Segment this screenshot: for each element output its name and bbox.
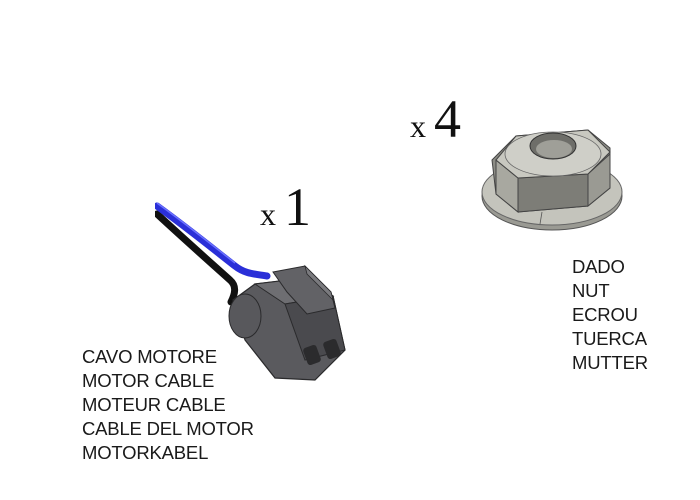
nut-label-en: NUT [572, 280, 610, 301]
cable-quantity-prefix: x [260, 196, 276, 232]
nut-labels: DADO NUT ECROU TUERCA MUTTER [572, 255, 648, 375]
nut-label-de: MUTTER [572, 352, 648, 373]
nut-quantity-prefix: x [410, 108, 426, 144]
cable-label-fr: MOTEUR CABLE [82, 394, 226, 415]
cable-quantity-value: 1 [284, 177, 311, 237]
cable-label-en: MOTOR CABLE [82, 370, 215, 391]
cable-label-de: MOTORKABEL [82, 442, 209, 463]
cable-labels: CAVO MOTORE MOTOR CABLE MOTEUR CABLE CAB… [82, 345, 254, 465]
flange-nut-icon [481, 129, 623, 231]
nut-label-it: DADO [572, 256, 625, 277]
nut-quantity-value: 4 [434, 89, 461, 149]
cable-connector-icon [155, 202, 346, 381]
cable-label-es: CABLE DEL MOTOR [82, 418, 254, 439]
cable-label-it: CAVO MOTORE [82, 346, 217, 367]
nut-label-fr: ECROU [572, 304, 638, 325]
nut-label-es: TUERCA [572, 328, 647, 349]
